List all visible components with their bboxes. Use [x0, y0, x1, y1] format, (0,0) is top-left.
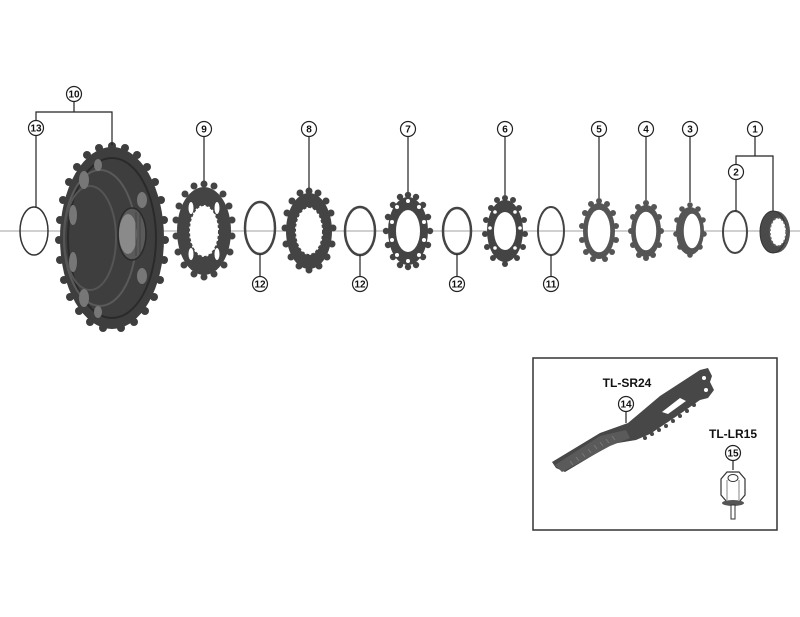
callout-1: 1 [746, 120, 764, 138]
svg-text:12: 12 [254, 280, 266, 291]
part-8-sprocket [281, 187, 337, 274]
callout-3: 3 [681, 120, 699, 138]
part-10-sprocket-cluster [55, 142, 169, 332]
callout-4: 4 [637, 120, 655, 138]
svg-text:10: 10 [68, 90, 80, 101]
part-2-spacer-ring [722, 210, 748, 254]
leader-lines [35, 101, 774, 276]
svg-text:14: 14 [620, 400, 632, 411]
part-1-lockring [759, 210, 790, 254]
callout-7: 7 [399, 120, 417, 138]
svg-text:3: 3 [687, 125, 693, 136]
tool-label-tl-lr15: TL-LR15 [709, 427, 757, 441]
svg-text:13: 13 [30, 124, 42, 135]
tool-label-tl-sr24: TL-SR24 [603, 376, 652, 390]
svg-text:7: 7 [405, 125, 411, 136]
part-4-sprocket [628, 200, 664, 261]
part-12-spacer-ring-a [243, 200, 277, 256]
callout-12-a: 12 [251, 275, 269, 293]
callout-14: 14 [617, 395, 635, 413]
tool-tl-sr24-sprocket-remover [552, 368, 714, 472]
callout-15: 15 [724, 444, 742, 462]
callout-10: 10 [65, 85, 83, 103]
svg-text:2: 2 [733, 168, 739, 179]
callout-8: 8 [300, 120, 318, 138]
svg-text:1: 1 [752, 125, 758, 136]
svg-text:5: 5 [596, 125, 602, 136]
svg-text:8: 8 [306, 125, 312, 136]
tools-box: TL-SR24 14 [532, 357, 778, 531]
callout-2: 2 [727, 163, 745, 181]
tool-tl-lr15-lockring-tool [720, 471, 746, 520]
callout-12-b: 12 [351, 275, 369, 293]
part-5-sprocket [579, 198, 619, 262]
svg-text:4: 4 [643, 125, 649, 136]
callout-6: 6 [496, 120, 514, 138]
part-6-sprocket [482, 195, 528, 267]
part-9-sprocket [172, 180, 236, 281]
callout-12-c: 12 [448, 275, 466, 293]
callout-5: 5 [590, 120, 608, 138]
part-7-sprocket [382, 191, 434, 271]
svg-text:11: 11 [546, 280, 557, 291]
callout-9: 9 [195, 120, 213, 138]
svg-text:12: 12 [354, 280, 366, 291]
part-13-spacer-ring [19, 206, 49, 256]
svg-text:9: 9 [201, 125, 207, 136]
svg-text:6: 6 [502, 125, 508, 136]
part-3-sprocket [673, 202, 707, 258]
callout-13: 13 [27, 119, 45, 137]
svg-text:15: 15 [727, 449, 739, 460]
svg-text:12: 12 [451, 280, 463, 291]
callout-11: 11 [542, 275, 560, 293]
